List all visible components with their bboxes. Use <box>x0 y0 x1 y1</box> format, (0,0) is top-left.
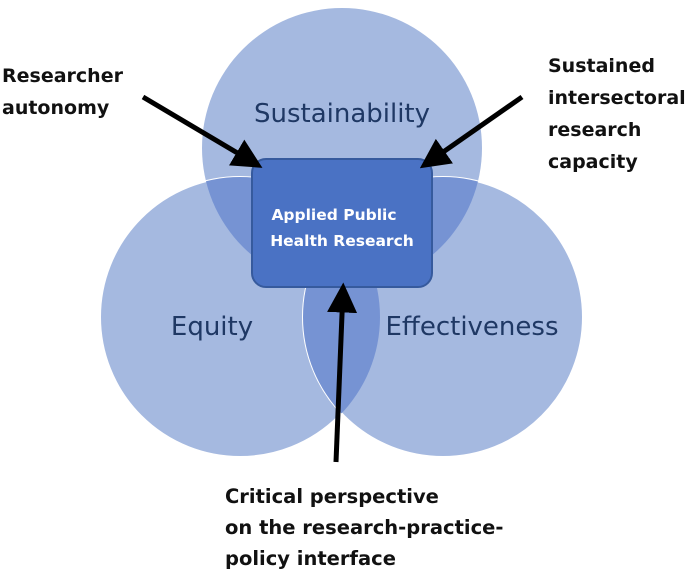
sustained-capacity-label: Sustained intersectoral research capacit… <box>548 50 685 178</box>
sustained-capacity-line1: Sustained <box>548 55 655 77</box>
sustainability-label: Sustainability <box>254 99 430 129</box>
arrow-sustained-capacity <box>419 94 524 169</box>
sustained-capacity-line4: capacity <box>548 151 638 173</box>
researcher-autonomy-line2: autonomy <box>2 97 110 119</box>
arrow-critical-perspective <box>327 282 358 463</box>
equity-label: Equity <box>171 312 253 342</box>
center-label-line1: Applied Public <box>271 206 396 224</box>
researcher-autonomy-label: Researcher autonomy <box>2 60 123 124</box>
sustained-capacity-line3: research <box>548 119 642 141</box>
researcher-autonomy-line1: Researcher <box>2 65 123 87</box>
sustained-capacity-line2: intersectoral <box>548 87 685 109</box>
arrow-researcher-autonomy <box>141 94 263 168</box>
center-label-line2: Health Research <box>270 232 414 250</box>
critical-perspective-label: Critical perspective on the research-pra… <box>225 481 503 574</box>
critical-perspective-line2: on the research-practice- <box>225 516 504 539</box>
critical-perspective-line1: Critical perspective <box>225 485 439 508</box>
effectiveness-label: Effectiveness <box>386 312 559 342</box>
critical-perspective-line3: policy interface <box>225 547 396 570</box>
